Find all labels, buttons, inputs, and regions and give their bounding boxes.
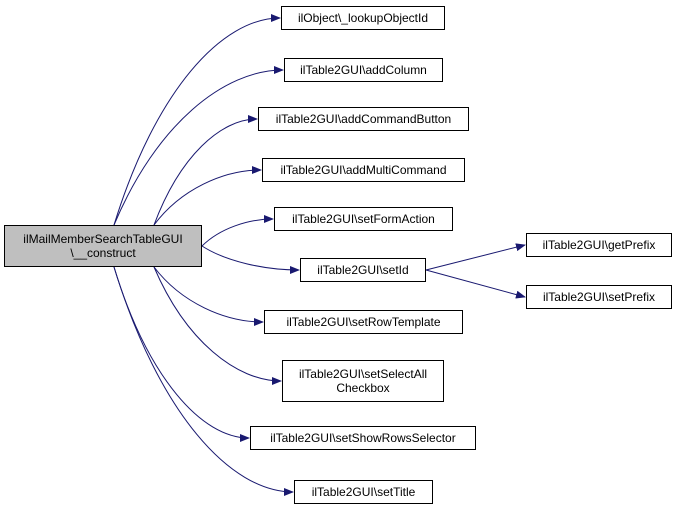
node-label-line: ilTable2GUI\addMultiCommand xyxy=(280,163,447,177)
edge-root-to-addMultiCommand xyxy=(153,166,262,226)
node-label-line: ilTable2GUI\addColumn xyxy=(300,63,427,77)
node-add-column[interactable]: ilTable2GUI\addColumn xyxy=(284,58,443,82)
edge-root-to-setShowRowsSelector xyxy=(113,266,250,442)
node-get-prefix[interactable]: ilTable2GUI\getPrefix xyxy=(526,233,672,257)
edge-root-to-setTitle xyxy=(113,266,294,496)
node-set-form-action[interactable]: ilTable2GUI\setFormAction xyxy=(274,207,453,231)
node-add-multi-command[interactable]: ilTable2GUI\addMultiCommand xyxy=(262,158,465,182)
node-label-line: ilTable2GUI\setId xyxy=(317,263,409,277)
node-set-select-all-checkbox[interactable]: ilTable2GUI\setSelectAll Checkbox xyxy=(282,360,444,402)
node-set-id[interactable]: ilTable2GUI\setId xyxy=(300,258,426,282)
node-lookup-object-id[interactable]: ilObject\_lookupObjectId xyxy=(281,6,445,30)
node-set-title[interactable]: ilTable2GUI\setTitle xyxy=(294,480,433,504)
node-label-line: ilTable2GUI\setRowTemplate xyxy=(286,315,441,329)
edge-root-to-setId xyxy=(201,245,300,274)
node-label-line: ilTable2GUI\addCommandButton xyxy=(275,112,452,126)
node-label-line: ilTable2GUI\setSelectAll xyxy=(298,367,428,381)
edge-setId-to-setPrefix xyxy=(425,269,526,299)
edge-root-to-addColumn xyxy=(113,66,284,226)
node-label-line: ilObject\_lookupObjectId xyxy=(297,11,429,25)
node-add-command-button[interactable]: ilTable2GUI\addCommandButton xyxy=(258,107,469,131)
node-label-line: Checkbox xyxy=(336,381,390,395)
node-label-line: ilTable2GUI\getPrefix xyxy=(542,238,656,252)
node-label-line: ilMailMemberSearchTableGUI xyxy=(23,232,183,246)
node-root[interactable]: ilMailMemberSearchTableGUI \__construct xyxy=(4,225,202,267)
node-set-show-rows-selector[interactable]: ilTable2GUI\setShowRowsSelector xyxy=(250,426,476,450)
node-set-prefix[interactable]: ilTable2GUI\setPrefix xyxy=(526,285,672,309)
node-label-line: ilTable2GUI\setFormAction xyxy=(292,212,435,226)
node-label-line: \__construct xyxy=(70,246,136,260)
edge-root-to-addCommandButton xyxy=(153,115,258,226)
node-label-line: ilTable2GUI\setPrefix xyxy=(542,290,656,304)
node-set-row-template[interactable]: ilTable2GUI\setRowTemplate xyxy=(264,310,463,334)
node-label-line: ilTable2GUI\setShowRowsSelector xyxy=(270,431,456,445)
edge-root-to-lookupObjectId xyxy=(113,14,281,226)
edge-root-to-setSelectAllCheckbox xyxy=(153,266,282,385)
edge-root-to-setFormAction xyxy=(201,215,274,247)
node-label-line: ilTable2GUI\setTitle xyxy=(311,485,416,499)
edge-root-to-setRowTemplate xyxy=(153,266,264,326)
edge-setId-to-getPrefix xyxy=(425,243,526,271)
